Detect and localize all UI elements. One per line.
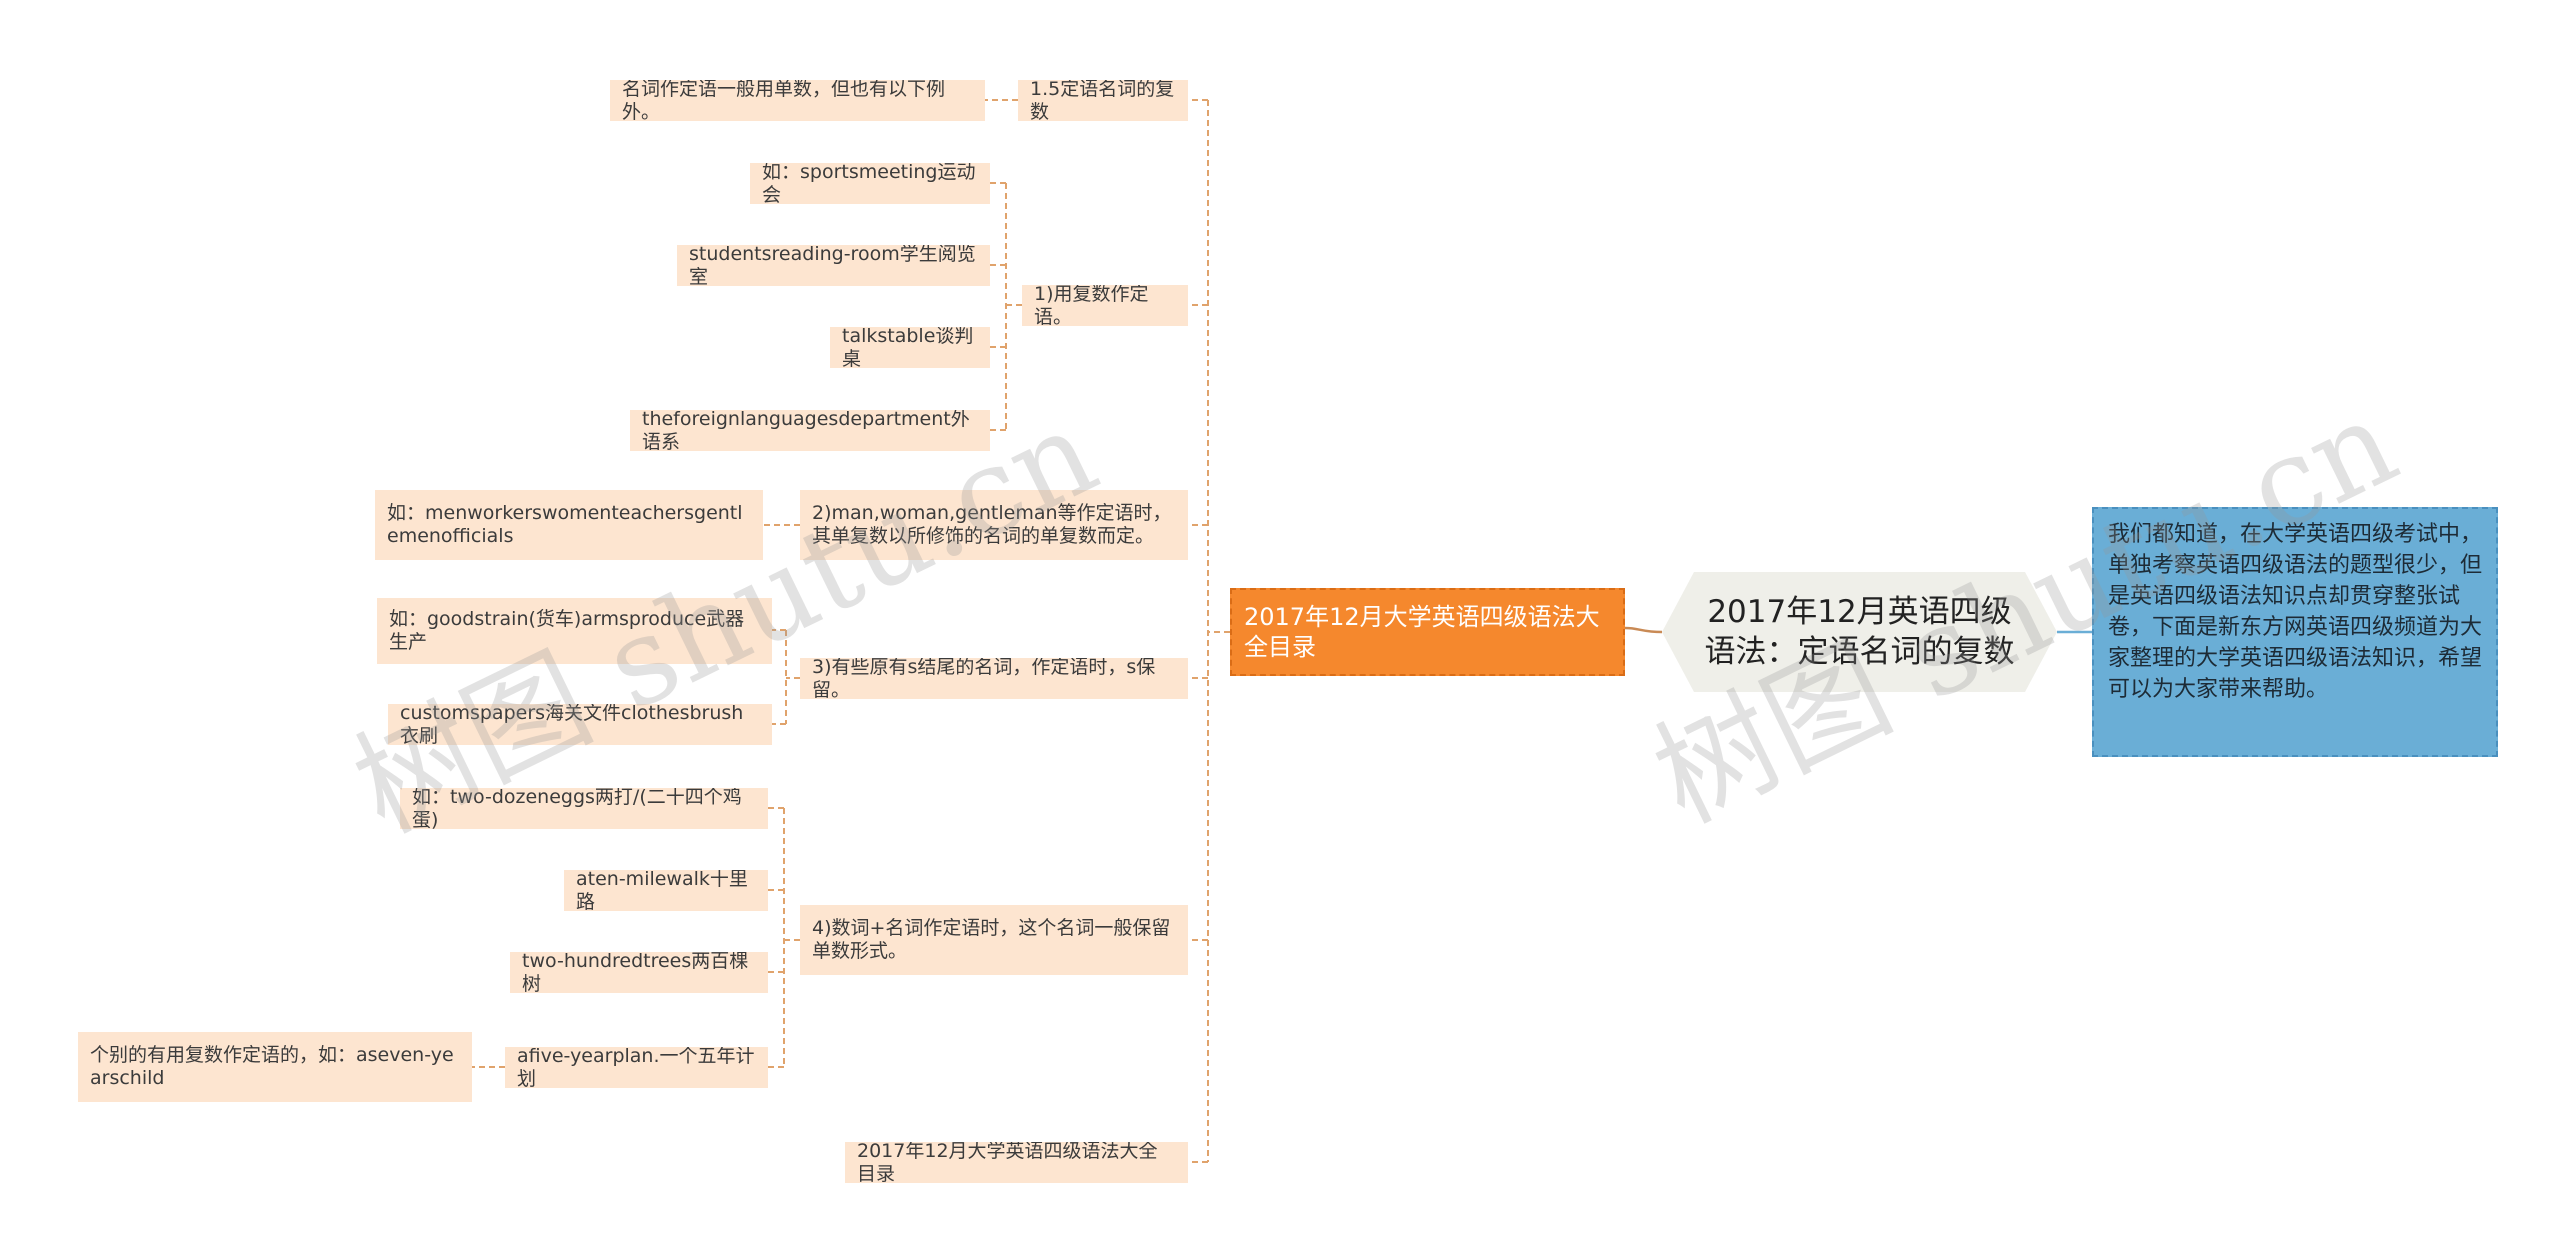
root-topic-label: 2017年12月英语四级语法：定语名词的复数 [1704,594,2015,670]
branch-topic-label: 2017年12月大学英语四级语法大全目录 [1244,603,1600,661]
topic-3-child-1[interactable]: 如：goodstrain(货车)armsproduce武器生产 [377,598,772,664]
topic-2-label: 2)man,woman,gentleman等作定语时，其单复数以所修饰的名词的单… [812,502,1172,547]
topic-1-5[interactable]: 1.5定语名词的复数 [1018,80,1188,121]
topic-1-child-2[interactable]: studentsreading-room学生阅览室 [677,245,990,286]
topic-3-child-2[interactable]: customspapers海关文件clothesbrush衣刷 [388,704,772,745]
topic-1-label: 1)用复数作定语。 [1034,285,1149,326]
link-root-branch [1624,626,1663,634]
topic-directory[interactable]: 2017年12月大学英语四级语法大全目录 [845,1142,1188,1183]
topic-1-5-note[interactable]: 名词作定语一般用单数，但也有以下例外。 [610,80,985,121]
link-t4-children [768,807,800,1068]
topic-1-child-1[interactable]: 如：sportsmeeting运动会 [750,163,990,204]
topic-2-child-1[interactable]: 如：menworkerswomenteachersgentlemenoffici… [375,490,763,560]
topic-1-child-1-label: 如：sportsmeeting运动会 [762,163,976,204]
topic-4-child-3-label: two-hundredtrees两百棵树 [522,952,749,993]
topic-4-child-2[interactable]: aten-milewalk十里路 [564,870,768,911]
topic-3-child-1-label: 如：goodstrain(货车)armsproduce武器生产 [389,608,745,653]
topic-1-child-4[interactable]: theforeignlanguagesdepartment外语系 [630,410,990,451]
topic-4-child-4[interactable]: afive-yearplan.一个五年计划 [505,1047,768,1088]
link-t3-children [772,629,800,725]
topic-4-child-2-label: aten-milewalk十里路 [576,870,748,911]
topic-1[interactable]: 1)用复数作定语。 [1022,285,1188,326]
topic-1-5-note-label: 名词作定语一般用单数，但也有以下例外。 [622,80,946,121]
topic-4[interactable]: 4)数词+名词作定语时，这个名词一般保留单数形式。 [800,905,1188,975]
topic-4-label: 4)数词+名词作定语时，这个名词一般保留单数形式。 [812,917,1171,962]
topic-4-child-4-note-label: 个别的有用复数作定语的，如：aseven-yearschild [90,1044,454,1089]
topic-3[interactable]: 3)有些原有s结尾的名词，作定语时，s保留。 [800,658,1188,699]
topic-1-child-3[interactable]: talkstable谈判桌 [830,327,990,368]
topic-directory-label: 2017年12月大学英语四级语法大全目录 [857,1142,1158,1183]
root-topic[interactable]: 2017年12月英语四级语法：定语名词的复数 [1662,572,2057,692]
topic-1-child-2-label: studentsreading-room学生阅览室 [689,245,976,286]
topic-2[interactable]: 2)man,woman,gentleman等作定语时，其单复数以所修饰的名词的单… [800,490,1188,560]
topic-1-5-label: 1.5定语名词的复数 [1030,80,1175,121]
summary-note[interactable]: 我们都知道，在大学英语四级考试中，单独考察英语四级语法的题型很少，但是英语四级语… [2092,507,2498,757]
link-t1-children [990,182,1022,431]
branch-topic[interactable]: 2017年12月大学英语四级语法大全目录 [1230,588,1625,676]
topic-1-child-3-label: talkstable谈判桌 [842,327,974,368]
topic-4-child-3[interactable]: two-hundredtrees两百棵树 [510,952,768,993]
topic-4-child-1-label: 如：two-dozeneggs两打/(二十四个鸡蛋) [412,788,742,829]
summary-note-text: 我们都知道，在大学英语四级考试中，单独考察英语四级语法的题型很少，但是英语四级语… [2108,522,2483,702]
topic-3-child-2-label: customspapers海关文件clothesbrush衣刷 [400,704,744,745]
link-branch-trunk [1207,100,1230,1162]
topic-2-child-1-label: 如：menworkerswomenteachersgentlemenoffici… [387,502,743,547]
topic-3-label: 3)有些原有s结尾的名词，作定语时，s保留。 [812,658,1156,699]
topic-1-child-4-label: theforeignlanguagesdepartment外语系 [642,410,970,451]
topic-4-child-1[interactable]: 如：two-dozeneggs两打/(二十四个鸡蛋) [400,788,768,829]
topic-4-child-4-label: afive-yearplan.一个五年计划 [517,1047,755,1088]
topic-4-child-4-note[interactable]: 个别的有用复数作定语的，如：aseven-yearschild [78,1032,472,1102]
